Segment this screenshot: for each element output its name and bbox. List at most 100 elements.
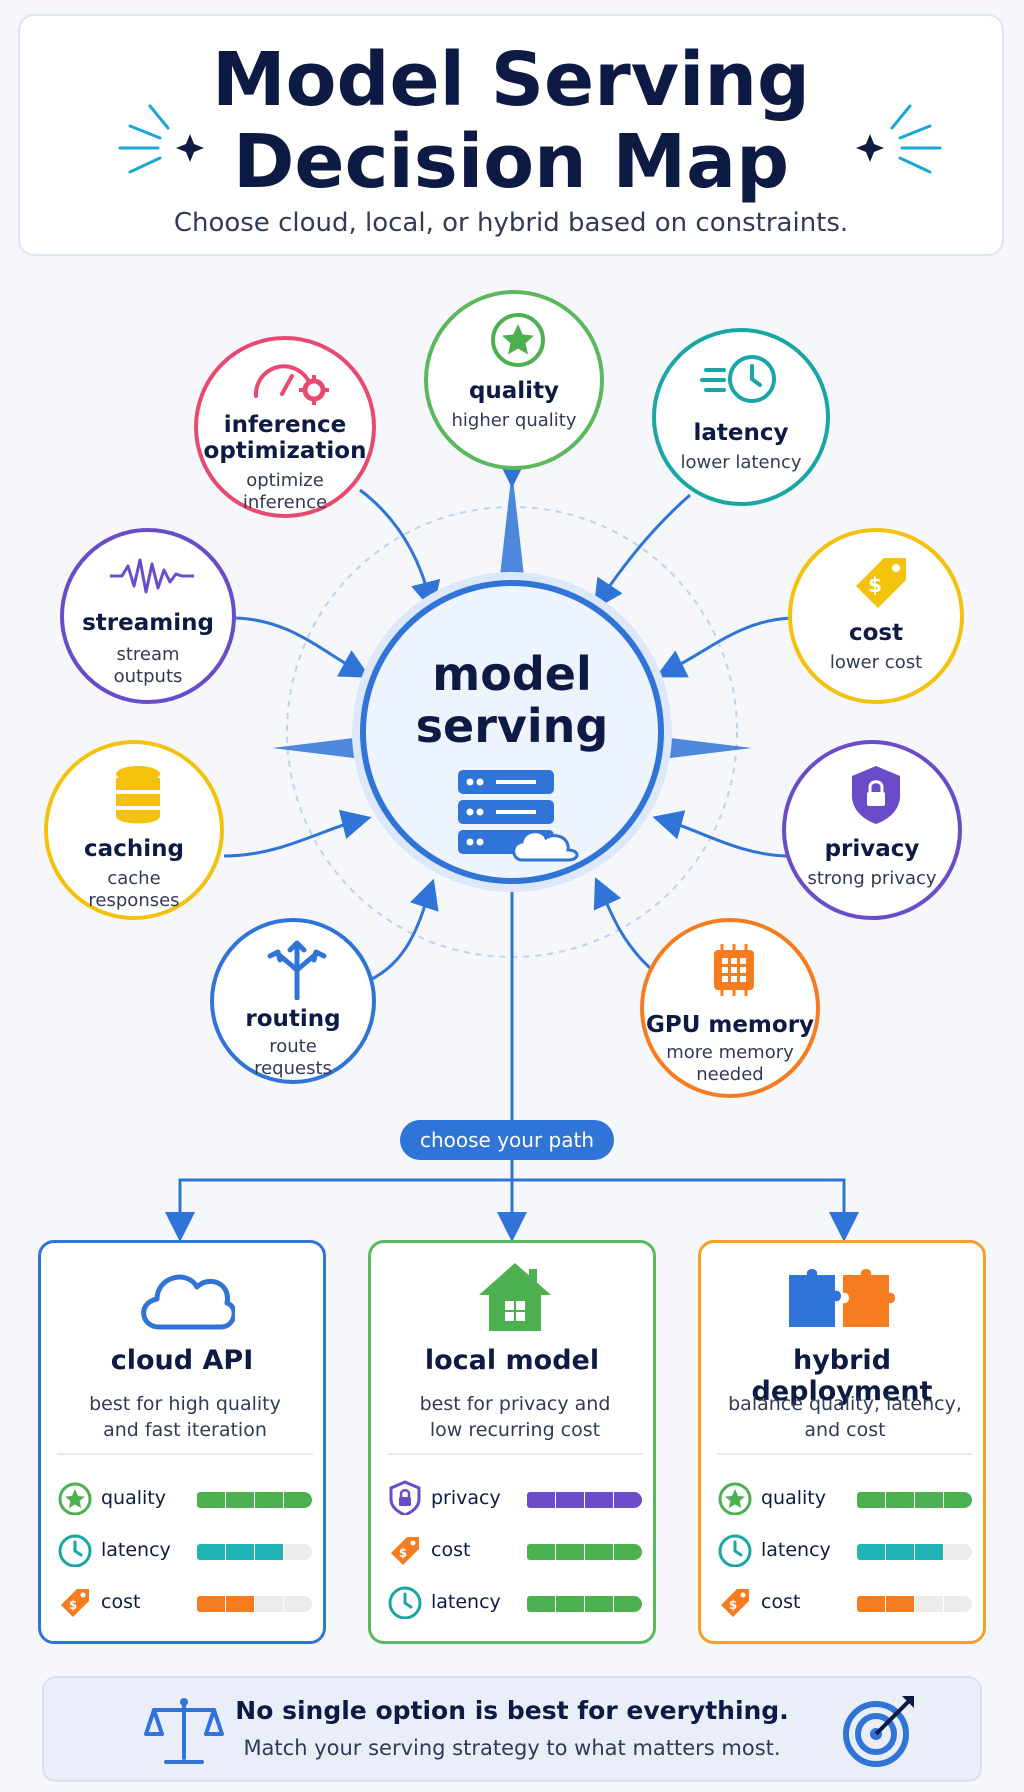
metric-bar-segment	[284, 1596, 312, 1612]
target-icon	[843, 1696, 914, 1767]
node-cost-sub: lower cost	[829, 652, 923, 673]
node-streaming-title: streaming	[82, 610, 214, 636]
metric-bar-segment	[556, 1596, 584, 1612]
metric-label: privacy	[431, 1487, 501, 1509]
node-quality-title: quality	[468, 378, 560, 404]
metric-bar-segment	[886, 1544, 914, 1560]
metric-bar-segment	[556, 1492, 584, 1508]
database-icon	[116, 766, 160, 824]
node-latency[interactable]: latency lower latency	[652, 328, 830, 506]
svg-text:$: $	[729, 1598, 737, 1612]
svg-text:$: $	[868, 573, 882, 597]
card-divider	[57, 1453, 313, 1455]
node-privacy[interactable]: privacy strong privacy	[782, 740, 962, 920]
price-tag-icon: $	[721, 1589, 749, 1617]
metric-bar-segment	[527, 1492, 555, 1508]
metric-bar-segment	[915, 1596, 943, 1612]
node-caching-sub: cache responses	[88, 868, 180, 911]
metric-bar-segment	[226, 1544, 254, 1560]
node-routing[interactable]: routing route requests	[210, 918, 376, 1084]
card-title: hybrid deployment	[751, 1345, 933, 1407]
card-local-model[interactable]: local model best for privacy and low rec…	[368, 1240, 656, 1644]
metric-bar-segment	[226, 1492, 254, 1508]
metric-bar-segment	[585, 1492, 613, 1508]
node-cost[interactable]: $ cost lower cost	[788, 528, 964, 704]
shield-lock-icon	[389, 1480, 421, 1515]
metric-row: $ cost	[387, 1531, 643, 1571]
fork-arrows-icon	[267, 940, 327, 1000]
server-cloud-icon	[458, 770, 579, 862]
metric-label: quality	[101, 1487, 166, 1509]
metric-row: $ cost	[57, 1583, 313, 1623]
clock-icon	[718, 1534, 752, 1567]
card-hybrid-deployment[interactable]: hybrid deployment balance quality, laten…	[698, 1240, 986, 1644]
node-inference-title: inference optimization	[203, 412, 367, 464]
node-streaming[interactable]: streaming stream outputs	[60, 528, 236, 704]
footer-headline: No single option is best for everything.	[235, 1696, 789, 1725]
house-icon	[479, 1263, 551, 1331]
star-icon	[58, 1482, 92, 1515]
node-latency-sub: lower latency	[680, 452, 802, 473]
metric-bar-segment	[255, 1544, 283, 1560]
node-quality-sub: higher quality	[451, 410, 577, 431]
metric-bar-segment	[284, 1492, 312, 1508]
card-title: cloud API	[110, 1345, 254, 1376]
metric-label: quality	[761, 1487, 826, 1509]
page-title-line2: Decision Map	[232, 119, 790, 205]
star-icon	[718, 1482, 752, 1515]
puzzle-icon	[789, 1269, 895, 1327]
metric-bar-segment	[255, 1492, 283, 1508]
shield-lock-icon	[852, 766, 900, 824]
center-title-line2: serving	[415, 699, 609, 753]
card-desc: best for privacy and low recurring cost	[419, 1393, 611, 1441]
metric-bar-segment	[585, 1596, 613, 1612]
metric-bar-segment	[197, 1492, 225, 1508]
price-tag-icon: $	[61, 1589, 89, 1617]
node-streaming-sub: stream outputs	[113, 644, 183, 687]
clock-icon	[388, 1586, 422, 1619]
metric-label: cost	[101, 1591, 141, 1613]
node-privacy-title: privacy	[824, 836, 920, 862]
metric-label: cost	[761, 1591, 801, 1613]
metric-row: $ cost	[717, 1583, 973, 1623]
choose-path-button[interactable]: choose your path	[400, 1120, 614, 1160]
metric-bar-segment	[944, 1596, 972, 1612]
metric-bar-segment	[886, 1492, 914, 1508]
metric-bar-segment	[585, 1544, 613, 1560]
metric-bar-segment	[886, 1596, 914, 1612]
center-node-model-serving[interactable]: model serving	[360, 580, 664, 884]
metric-bar-segment	[614, 1544, 642, 1560]
card-divider	[717, 1453, 973, 1455]
node-caching[interactable]: caching cache responses	[44, 740, 224, 920]
metric-label: cost	[431, 1539, 471, 1561]
metric-bar-segment	[284, 1544, 312, 1560]
metric-bar-segment	[556, 1544, 584, 1560]
metric-row: quality	[57, 1479, 313, 1519]
metric-bar-segment	[944, 1544, 972, 1560]
metric-bar-segment	[857, 1544, 885, 1560]
sparkle-left-icon	[118, 104, 204, 174]
node-gpu-memory[interactable]: GPU memory more memory needed	[640, 918, 820, 1098]
chip-icon	[714, 944, 754, 996]
metric-bar-segment	[915, 1492, 943, 1508]
price-tag-icon: $	[391, 1537, 419, 1565]
balance-scale-icon	[144, 1698, 224, 1764]
card-title: local model	[424, 1345, 600, 1376]
node-routing-sub: route requests	[254, 1036, 332, 1079]
page-subtitle: Choose cloud, local, or hybrid based on …	[173, 208, 849, 238]
node-quality[interactable]: quality higher quality	[424, 290, 604, 470]
node-inference-sub: optimize inference	[242, 470, 328, 513]
waveform-icon	[110, 558, 194, 594]
metric-bar-segment	[857, 1492, 885, 1508]
svg-text:$: $	[399, 1546, 407, 1560]
node-inference-optimization[interactable]: inference optimization optimize inferenc…	[194, 336, 376, 518]
price-tag-icon: $	[856, 558, 906, 608]
metric-label: latency	[101, 1539, 171, 1561]
metric-label: latency	[431, 1591, 501, 1613]
metric-row: latency	[57, 1531, 313, 1571]
metric-label: latency	[761, 1539, 831, 1561]
card-cloud-api[interactable]: cloud API best for high quality and fast…	[38, 1240, 326, 1644]
metric-bar-segment	[614, 1492, 642, 1508]
metric-bar-segment	[944, 1492, 972, 1508]
card-divider	[387, 1453, 643, 1455]
